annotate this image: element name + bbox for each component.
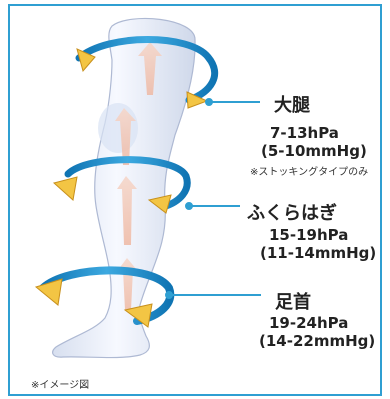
knee-shadow bbox=[98, 103, 138, 153]
calf-ring bbox=[52, 156, 191, 214]
thigh-ring bbox=[75, 36, 219, 109]
calf-label: ふくらはぎ bbox=[247, 203, 337, 224]
image-note: ※イメージ図 bbox=[31, 380, 90, 391]
calf-pressure-hpa: 15-19hPa bbox=[269, 226, 349, 244]
connector-lines bbox=[165, 98, 261, 299]
calf-pressure-mmhg: (11-14mmHg) bbox=[260, 244, 377, 262]
thigh-label: 大腿 bbox=[274, 95, 310, 116]
thigh-note: ※ストッキングタイプのみ bbox=[250, 167, 369, 178]
ankle-label: 足首 bbox=[275, 292, 311, 313]
ankle-pressure-hpa: 19-24hPa bbox=[269, 314, 349, 332]
thigh-pressure-hpa: 7-13hPa bbox=[270, 124, 339, 142]
diagram-frame bbox=[8, 4, 382, 396]
thigh-pressure-mmhg: (5-10mmHg) bbox=[261, 142, 367, 160]
ankle-pressure-mmhg: (14-22mmHg) bbox=[259, 332, 376, 350]
ankle-ring bbox=[34, 266, 175, 328]
